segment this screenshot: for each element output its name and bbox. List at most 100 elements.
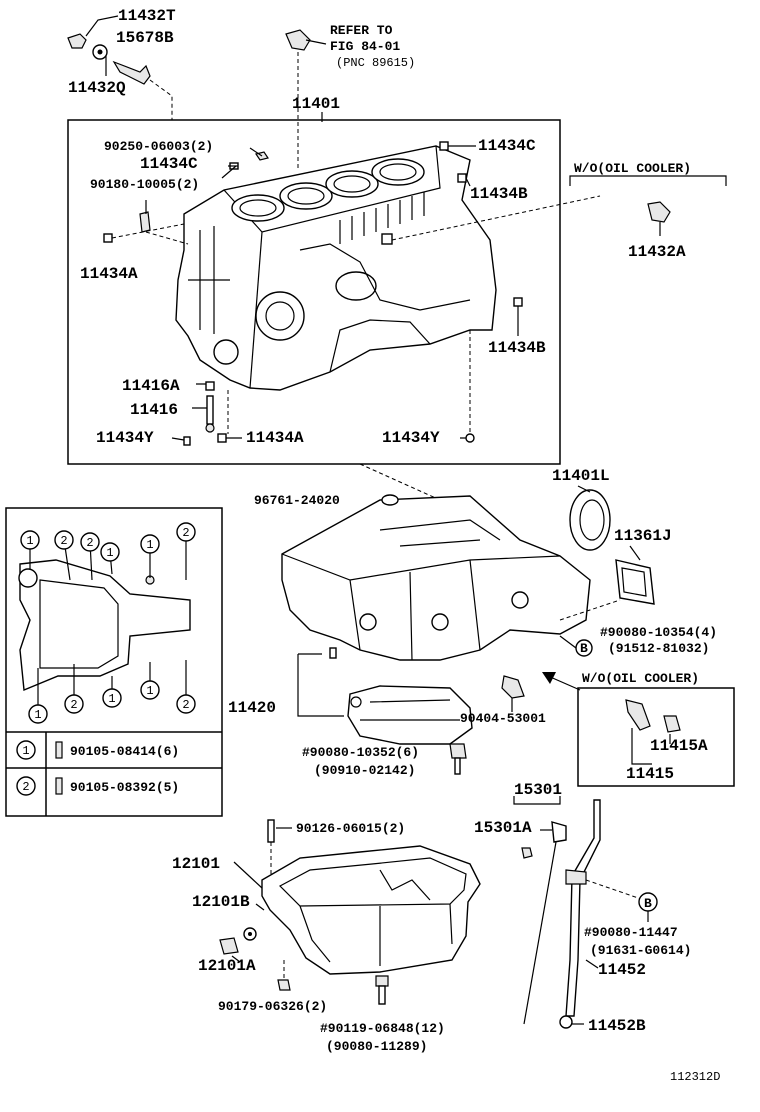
marker-b-lower bbox=[638, 892, 658, 922]
leader-90180 bbox=[221, 165, 237, 179]
marker-b-upper bbox=[559, 635, 593, 657]
label-90126: 90126-06015(2) bbox=[296, 821, 405, 836]
bracket-15301 bbox=[513, 796, 561, 805]
crankcase-webs bbox=[379, 519, 501, 547]
oil-cooler-union bbox=[625, 699, 681, 765]
bore-2-inner bbox=[287, 187, 325, 205]
bore-1 bbox=[231, 194, 285, 222]
pin-11416-tip bbox=[205, 423, 215, 433]
legend-callout-circle bbox=[20, 530, 40, 550]
oil-pressure-switch bbox=[501, 672, 581, 712]
union-11415 bbox=[625, 699, 651, 731]
legend-bolt-icon bbox=[55, 741, 63, 759]
bolt-15678B bbox=[112, 60, 151, 85]
refer-line-3: (PNC 89615) bbox=[336, 56, 415, 70]
legend-frame bbox=[5, 507, 223, 817]
arrow-to-switch bbox=[547, 675, 581, 691]
label-wo-oil-cooler-2: W/O(OIL COOLER) bbox=[582, 671, 699, 686]
leader-11434 bbox=[171, 437, 466, 441]
refer-line-1: REFER TO bbox=[330, 23, 393, 38]
leader-11452 bbox=[585, 959, 599, 969]
cover-11361J bbox=[559, 545, 655, 621]
legend-callout-number: 1 bbox=[34, 708, 41, 722]
pump-outline bbox=[347, 685, 473, 745]
bore-3 bbox=[325, 170, 379, 198]
leader-11432T bbox=[85, 15, 119, 37]
leader-refer bbox=[305, 39, 327, 45]
label-90080-10352: #90080-10352(6) bbox=[302, 745, 419, 760]
legend-callout-circle bbox=[176, 522, 196, 542]
bolt-90119 bbox=[375, 975, 389, 1005]
arrow-head bbox=[542, 672, 556, 684]
bracket-11420 bbox=[297, 653, 344, 717]
legend-callout-circle bbox=[28, 704, 48, 724]
lower-boss bbox=[213, 339, 239, 365]
label-91512: (91512-81032) bbox=[608, 641, 709, 656]
pump-lines bbox=[360, 699, 460, 721]
pan-flange bbox=[279, 857, 467, 907]
dipstick-guide bbox=[559, 799, 645, 1029]
leader-11415 bbox=[631, 728, 671, 765]
nut-body bbox=[277, 979, 291, 991]
legend-row-part: 90105-08414(6) bbox=[70, 744, 179, 759]
lower-crankcase bbox=[281, 495, 591, 661]
switch-90404 bbox=[501, 675, 525, 699]
oil-pump-body bbox=[297, 647, 473, 745]
wo-oil-cooler-box bbox=[577, 687, 735, 787]
legend-pan-outline bbox=[19, 559, 191, 692]
legend-callout-number: 2 bbox=[182, 698, 189, 712]
plug-11432A bbox=[647, 201, 671, 223]
label-90910: (90910-02142) bbox=[314, 763, 415, 778]
legend-callout-circle bbox=[64, 694, 84, 714]
label-11434A-b: 11434A bbox=[246, 429, 304, 447]
legend-drain bbox=[18, 568, 38, 588]
legend-bolt-icon bbox=[55, 777, 63, 795]
label-91631: (91631-G0614) bbox=[590, 943, 691, 958]
label-11434Y-a: 11434Y bbox=[96, 429, 154, 447]
bolt-shank bbox=[454, 757, 461, 775]
pin-11416 bbox=[206, 395, 214, 425]
front-boss-inner bbox=[265, 301, 295, 331]
label-11434B-a: 11434B bbox=[470, 185, 528, 203]
legend-callout-number: 1 bbox=[106, 546, 113, 560]
front-boss bbox=[255, 291, 305, 341]
label-11432Q: 11432Q bbox=[68, 79, 126, 97]
label-11420: 11420 bbox=[228, 699, 276, 717]
crank-hole-1 bbox=[359, 613, 377, 631]
legend-callout-number: 1 bbox=[146, 684, 153, 698]
legend-callout-circle bbox=[54, 530, 74, 550]
label-11361J: 11361J bbox=[614, 527, 672, 545]
pump-hole bbox=[350, 696, 362, 708]
label-90404: 90404-53001 bbox=[460, 711, 546, 726]
marker-b-lower-text: B bbox=[644, 896, 652, 911]
label-11434C-b: 11434C bbox=[478, 137, 536, 155]
label-12101A: 12101A bbox=[198, 957, 256, 975]
label-12101B: 12101B bbox=[192, 893, 250, 911]
dipstick-oring-15301A bbox=[521, 847, 533, 859]
guide-bracket bbox=[565, 869, 587, 885]
plug-11434Y-b bbox=[465, 433, 475, 443]
legend-callout-circle bbox=[100, 542, 120, 562]
plug-11434B-a bbox=[457, 173, 467, 183]
label-15301A: 15301A bbox=[474, 819, 532, 837]
plug-side bbox=[381, 233, 393, 245]
label-11452: 11452 bbox=[598, 961, 646, 979]
plug-11434A-b bbox=[217, 433, 227, 443]
leader-90250 bbox=[249, 147, 263, 157]
plug-11434B-b bbox=[513, 297, 523, 307]
drain-plug-group bbox=[67, 15, 173, 120]
pin-11420 bbox=[329, 647, 337, 659]
seal-11401L-inner bbox=[579, 499, 605, 541]
label-11401L: 11401L bbox=[552, 467, 610, 485]
bore-4-inner bbox=[379, 163, 417, 181]
dash-11434A-a bbox=[111, 223, 189, 245]
label-11434A-a: 11434A bbox=[80, 265, 138, 283]
legend-row-part: 90105-08392(5) bbox=[70, 780, 179, 795]
label-11415A: 11415A bbox=[650, 737, 708, 755]
bolt-90080-10352 bbox=[449, 743, 467, 775]
dash-lower bbox=[227, 330, 471, 434]
nut-90179 bbox=[277, 960, 291, 991]
